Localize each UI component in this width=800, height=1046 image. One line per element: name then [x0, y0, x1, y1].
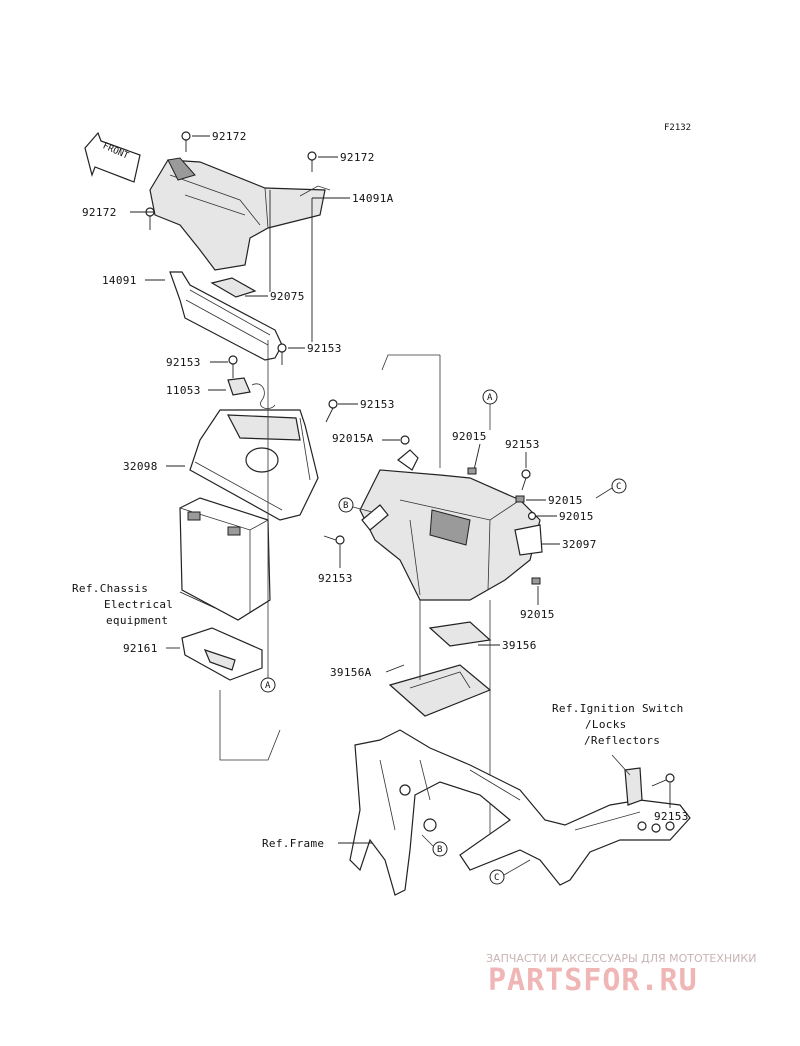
pad-a-part: [388, 664, 492, 717]
callout-a-bottom: A: [265, 681, 271, 691]
grommet-icon: [400, 435, 410, 445]
label-92153-c: 92153: [360, 398, 395, 411]
bolt-icon: [651, 773, 675, 787]
callout-b-left-icon: [338, 497, 354, 513]
screw-icon: [181, 131, 191, 152]
watermark-brand: PARTSFOR.RU: [488, 963, 698, 998]
bolt-icon: [325, 399, 338, 423]
callout-b-left: B: [343, 501, 348, 511]
label-92153-f: 92153: [654, 810, 689, 823]
battery-holder-part: [189, 409, 319, 521]
battery-part: [179, 497, 271, 621]
label-92153-d: 92153: [505, 438, 540, 451]
callout-a-top: A: [487, 393, 493, 403]
bolt-icon: [323, 535, 345, 545]
watermark-tagline: ЗАПЧАСТИ И АКСЕССУАРЫ ДЛЯ МОТОТЕХНИКИ: [486, 952, 756, 965]
callout-b-bottom: B: [437, 845, 442, 855]
label-14091A: 14091A: [352, 192, 394, 205]
screw-icon: [145, 207, 155, 230]
callout-c-right: C: [616, 482, 621, 492]
label-92075: 92075: [270, 290, 305, 303]
clip-icon: [527, 511, 537, 521]
label-92153-b: 92153: [166, 356, 201, 369]
pad-part: [428, 621, 492, 647]
label-32097: 32097: [562, 538, 597, 551]
label-92015-d: 92015: [520, 608, 555, 621]
callout-c-bottom-icon: [489, 869, 505, 885]
bolt-icon: [277, 343, 287, 365]
label-92161: 92161: [123, 642, 158, 655]
bolt-icon: [521, 469, 531, 491]
label-92015A: 92015A: [332, 432, 374, 445]
figure-code: F2132: [664, 123, 691, 133]
label-92153-a: 92153: [307, 342, 342, 355]
label-14091: 14091: [102, 274, 137, 287]
bolt-icon: [228, 355, 238, 378]
screw-icon: [307, 151, 317, 172]
clip-icon: [467, 467, 477, 475]
ref-chassis-line2: Electrical: [104, 598, 173, 611]
clip-icon: [515, 495, 525, 503]
label-92172-left: 92172: [82, 206, 117, 219]
ref-ignition-line2: /Locks: [585, 718, 627, 731]
clip-icon: [531, 577, 541, 585]
label-39156A: 39156A: [330, 666, 372, 679]
label-92172-mid: 92172: [340, 151, 375, 164]
tray-part: [181, 627, 263, 681]
callout-c-right-icon: [611, 478, 627, 494]
ref-ignition-line1: Ref.Ignition Switch: [552, 702, 684, 715]
label-92015-a: 92015: [452, 430, 487, 443]
label-39156: 39156: [502, 639, 537, 652]
ref-ignition-line3: /Reflectors: [584, 734, 660, 747]
callout-b-bottom-icon: [432, 841, 448, 857]
label-92015-b: 92015: [548, 494, 583, 507]
relay-part: [227, 377, 276, 410]
label-92015-c: 92015: [559, 510, 594, 523]
callout-c-bottom: C: [494, 873, 499, 883]
frame-part: [349, 729, 691, 896]
callout-a-bottom-icon: [260, 677, 276, 693]
label-32098: 32098: [123, 460, 158, 473]
label-92153-e: 92153: [318, 572, 353, 585]
ref-frame: Ref.Frame: [262, 837, 324, 850]
cover-part: [149, 157, 331, 271]
bracket-part: [169, 271, 283, 361]
ignition-bracket-part: [624, 767, 643, 806]
label-11053: 11053: [166, 384, 201, 397]
battery-case-part: [359, 449, 543, 601]
label-92172-top: 92172: [212, 130, 247, 143]
ref-chassis-line1: Ref.Chassis: [72, 582, 148, 595]
ref-chassis-line3: equipment: [106, 614, 168, 627]
front-arrow-icon: FRONT: [84, 131, 141, 183]
